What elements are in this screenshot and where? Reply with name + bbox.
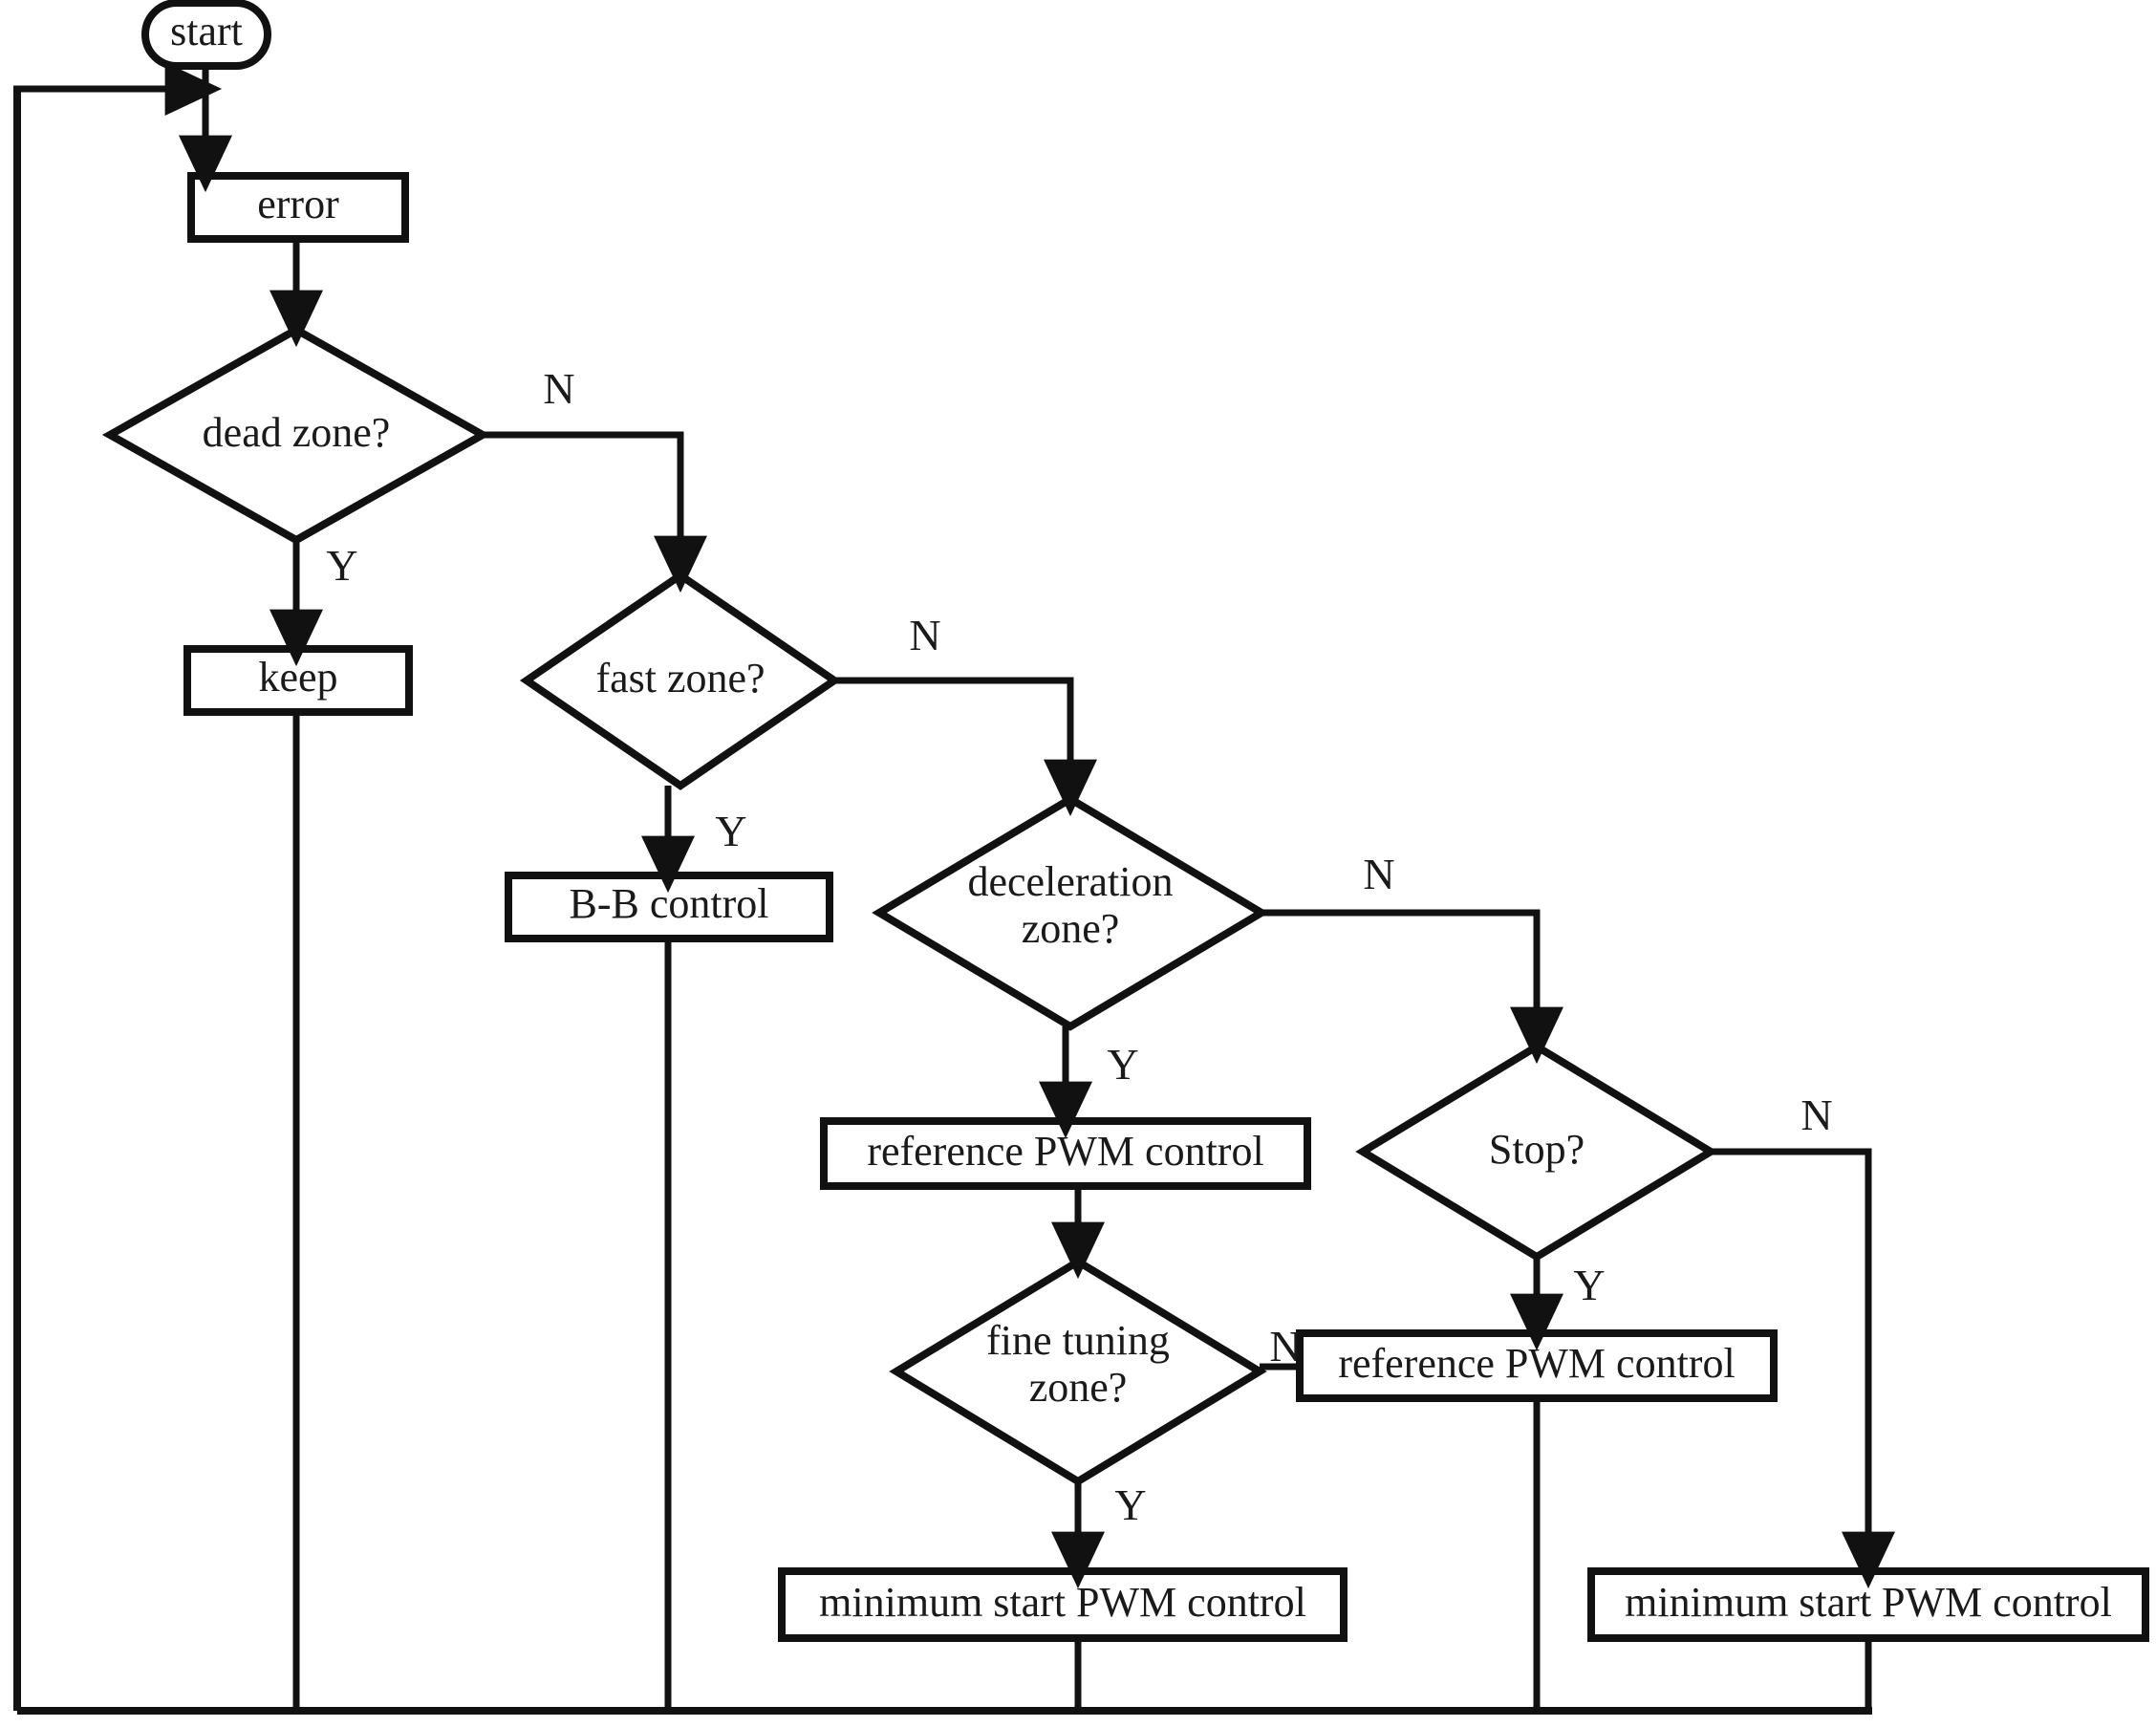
edge-label-fine-tuning-no: N — [1269, 1322, 1302, 1371]
edge-label-dead-zone-yes: Y — [326, 541, 358, 590]
fast-zone-node-shape — [519, 571, 842, 790]
edge-deceleration-stop — [1261, 909, 1563, 1065]
dead-zone-node-shape — [101, 325, 491, 545]
deceleration-zone-node-shape — [872, 794, 1269, 1031]
minimum-pwm-2-node-shape — [1587, 1567, 2149, 1642]
edge-label-fine-tuning-yes: Y — [1114, 1480, 1147, 1529]
edge-label-fast-zone-no: N — [909, 611, 941, 659]
keep-node-shape — [183, 645, 413, 716]
edge-fastzone-deceleration — [834, 677, 1097, 817]
edge-deadzone-fastzone — [483, 431, 707, 594]
minimum-pwm-1-node-shape — [778, 1567, 1348, 1642]
error-node-shape — [187, 172, 409, 243]
edge-label-deceleration-zone-no: N — [1363, 850, 1395, 898]
edge-label-deceleration-zone-yes: Y — [1107, 1040, 1139, 1089]
reference-pwm-2-node-shape — [1296, 1329, 1778, 1402]
edge-label-stop-yes: Y — [1573, 1261, 1606, 1309]
reference-pwm-1-node-shape — [820, 1117, 1311, 1190]
fine-tuning-zone-node-shape — [889, 1257, 1267, 1486]
edge-label-stop-no: N — [1800, 1090, 1833, 1139]
start-node-shape — [141, 0, 271, 70]
edge-label-fast-zone-yes: Y — [715, 807, 747, 855]
bb-control-node-shape — [505, 872, 833, 942]
stop-node-shape — [1355, 1042, 1718, 1262]
edge-label-dead-zone-no: N — [543, 364, 575, 413]
edge-stop-minpwm2 — [1711, 1148, 1895, 1589]
